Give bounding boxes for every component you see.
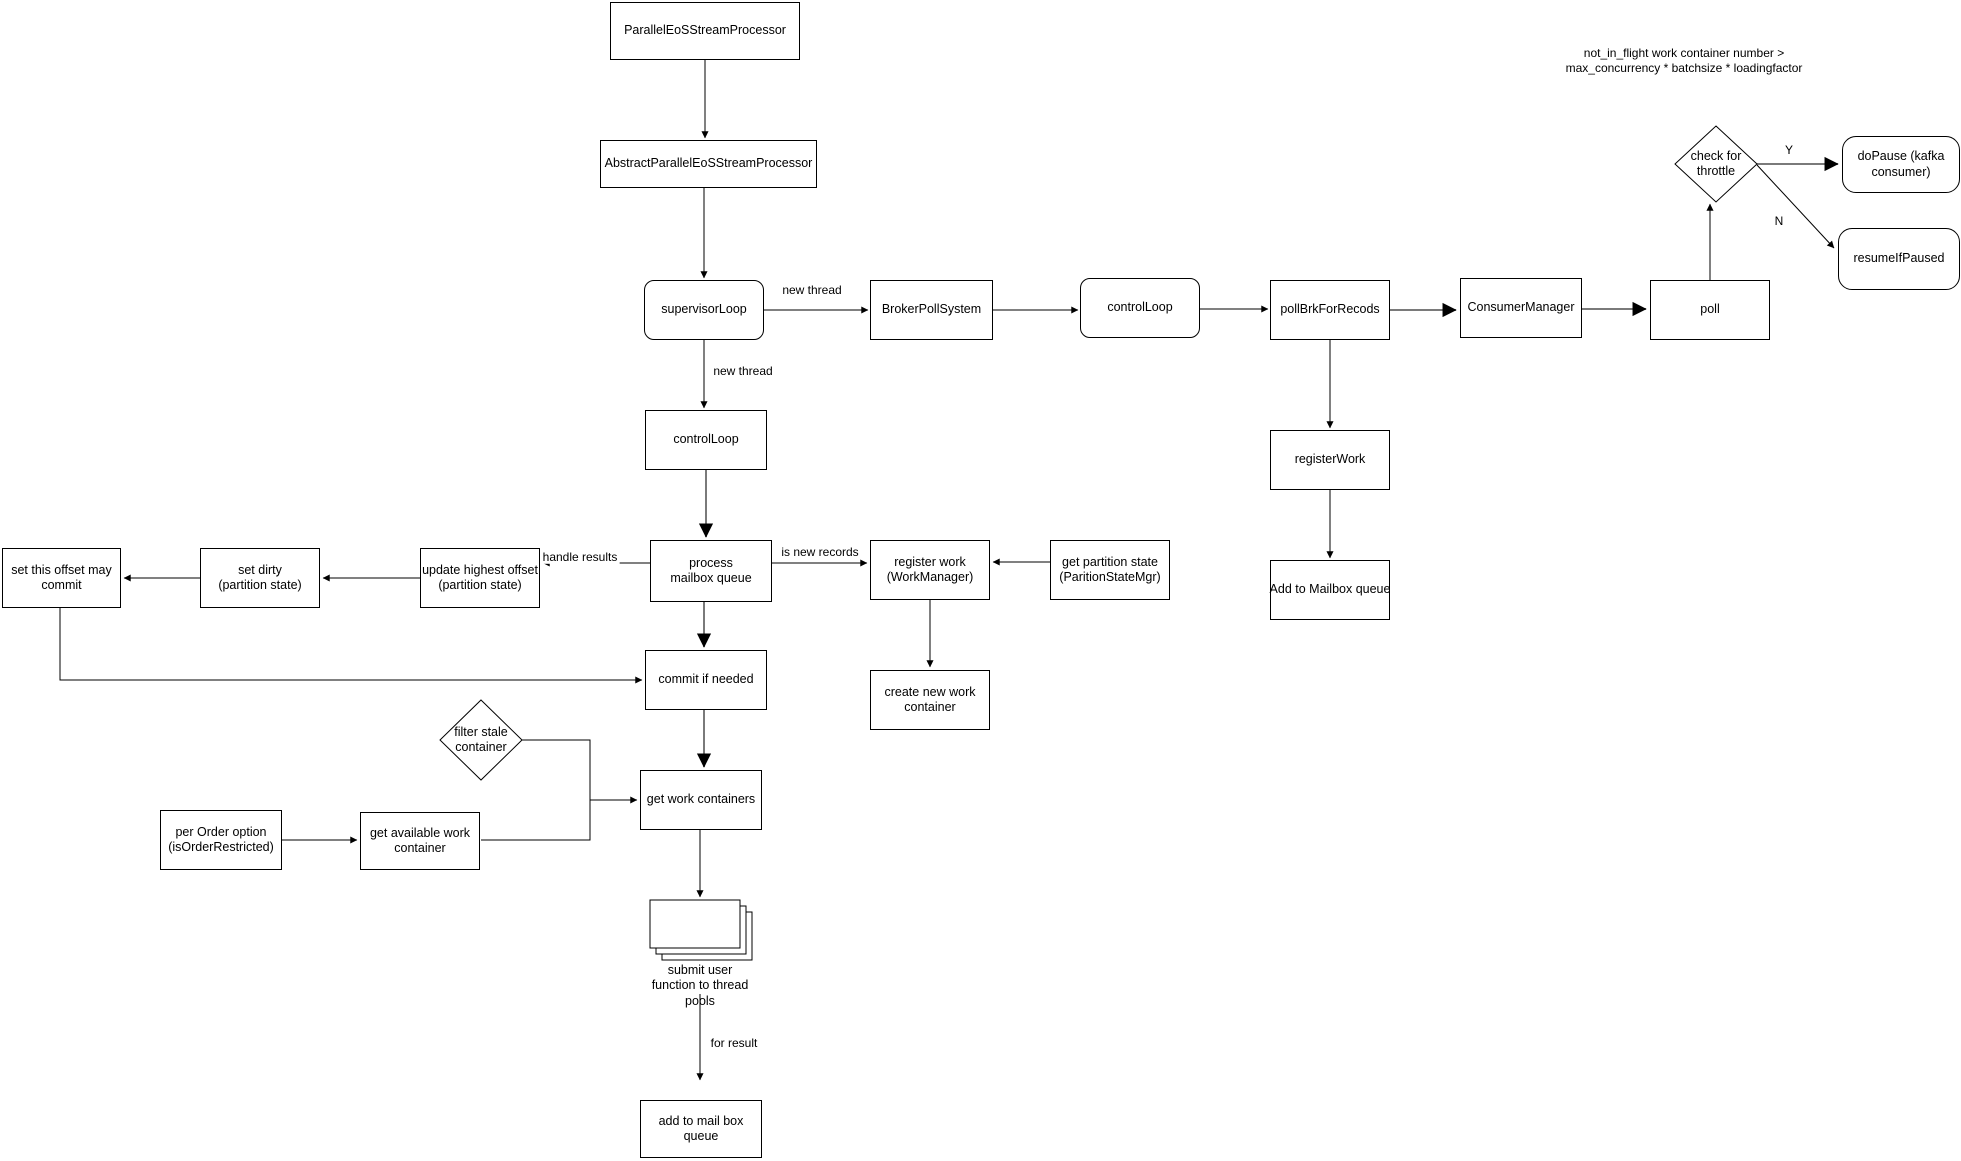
node-label: controlLoop xyxy=(1107,300,1173,315)
edge-filterstale-getavailable-junction xyxy=(481,739,591,841)
node-label: commit xyxy=(41,578,82,592)
node-supervisor-loop: supervisorLoop xyxy=(644,280,764,340)
node-label: (WorkManager) xyxy=(886,570,974,584)
edge-label-for-result: for result xyxy=(708,1035,760,1051)
node-label: commit if needed xyxy=(658,672,754,687)
node-label: get work containers xyxy=(646,792,756,807)
node-set-this-offset-may-commit: set this offset may commit xyxy=(2,548,121,608)
node-get-available-work-container: get available work container xyxy=(360,812,480,870)
node-poll: poll xyxy=(1650,280,1770,340)
node-label: create new work xyxy=(884,684,976,699)
node-check-for-throttle-label: check for throttle xyxy=(1678,140,1754,188)
node-update-highest-offset: update highest offset (partition state) xyxy=(420,548,540,608)
node-label: update highest offset xyxy=(422,562,538,577)
node-label: check for xyxy=(1690,148,1742,163)
node-add-to-mail-box-queue: add to mail box queue xyxy=(640,1100,762,1158)
node-label: get available work xyxy=(369,825,471,840)
node-register-work-manager: register work (WorkManager) xyxy=(870,540,990,600)
edge-label-new-thread-broker: new thread xyxy=(780,282,844,298)
node-label: queue xyxy=(683,1129,719,1143)
node-abstract-parallel-eos-stream-processor: AbstractParallelEoSStreamProcessor xyxy=(600,140,817,188)
node-label: BrokerPollSystem xyxy=(881,302,982,317)
node-label: container xyxy=(455,740,507,754)
node-do-pause: doPause (kafka consumer) xyxy=(1842,136,1960,193)
node-register-work: registerWork xyxy=(1270,430,1390,490)
node-label: (partition state) xyxy=(218,578,302,592)
edge-label-yes: Y xyxy=(1782,142,1796,158)
node-poll-brk-for-recods: pollBrkForRecods xyxy=(1270,280,1390,340)
node-label: ParallelEoSStreamProcessor xyxy=(624,23,786,38)
node-label: pollBrkForRecods xyxy=(1280,302,1380,317)
node-get-work-containers: get work containers xyxy=(640,770,762,830)
node-label: process xyxy=(689,555,733,570)
node-label: get partition state xyxy=(1062,554,1158,569)
node-label: Add to Mailbox queue xyxy=(1269,582,1391,597)
node-consumer-manager: ConsumerManager xyxy=(1460,278,1582,338)
node-filter-stale-container-label: filter stale container xyxy=(443,716,519,764)
throttle-condition-annotation: not_in_flight work container number > ma… xyxy=(1556,46,1812,76)
edge-label-no: N xyxy=(1772,213,1786,229)
node-label: set this offset may xyxy=(11,562,112,577)
node-label: consumer) xyxy=(1871,164,1931,179)
node-label: add to mail box xyxy=(658,1113,744,1128)
annotation-line: not_in_flight work container number > xyxy=(1583,46,1785,60)
node-process-mailbox-queue: process mailbox queue xyxy=(650,540,772,602)
node-label: supervisorLoop xyxy=(661,302,747,317)
node-label: registerWork xyxy=(1294,452,1366,467)
node-create-new-work-container: create new work container xyxy=(870,670,990,730)
node-label: container xyxy=(904,700,956,714)
node-label: pools xyxy=(685,993,715,1008)
node-label: poll xyxy=(1700,302,1720,317)
node-label: throttle xyxy=(1696,164,1736,178)
node-label: doPause (kafka xyxy=(1857,149,1945,164)
filter-stale-container-diamond xyxy=(439,699,523,781)
node-add-to-mailbox: Add to Mailbox queue xyxy=(1270,560,1390,620)
edge-label-new-thread-control: new thread xyxy=(711,363,775,379)
node-label: (partition state) xyxy=(438,578,522,592)
node-submit-user-function-label: submit user function to thread pools xyxy=(640,960,760,1012)
node-label: set dirty xyxy=(238,562,282,577)
node-label: controlLoop xyxy=(673,432,739,447)
node-label: (ParitionStateMgr) xyxy=(1059,570,1161,584)
thread-pool-pages-shape xyxy=(649,899,753,961)
edge-checkthrottle-no-to-resumeifpaused xyxy=(1756,164,1835,249)
edge-label-is-new-records: is new records xyxy=(779,544,861,560)
node-label: AbstractParallelEoSStreamProcessor xyxy=(604,156,813,171)
check-for-throttle-diamond xyxy=(1674,125,1758,203)
node-label: filter stale xyxy=(454,724,508,739)
node-label: mailbox queue xyxy=(670,571,752,585)
node-resume-if-paused: resumeIfPaused xyxy=(1838,228,1960,290)
annotation-line: max_concurrency * batchsize * loadingfac… xyxy=(1565,61,1803,75)
node-label: submit user xyxy=(667,963,733,978)
node-label: per Order option xyxy=(175,824,267,839)
node-per-order-option: per Order option (isOrderRestricted) xyxy=(160,810,282,870)
node-get-partition-state: get partition state (ParitionStateMgr) xyxy=(1050,540,1170,600)
node-parallel-eos-stream-processor: ParallelEoSStreamProcessor xyxy=(610,2,800,60)
node-control-loop-broker: controlLoop xyxy=(1080,278,1200,338)
edge-setoffset-to-commit xyxy=(59,608,643,684)
node-commit-if-needed: commit if needed xyxy=(645,650,767,710)
node-label: register work xyxy=(894,554,966,569)
node-label: container xyxy=(394,841,446,855)
edge-label-handle-results: handle results xyxy=(540,549,620,565)
node-set-dirty: set dirty (partition state) xyxy=(200,548,320,608)
node-broker-poll-system: BrokerPollSystem xyxy=(870,280,993,340)
node-control-loop-main: controlLoop xyxy=(645,410,767,470)
node-label: ConsumerManager xyxy=(1467,300,1575,315)
node-label: function to thread xyxy=(651,978,749,993)
node-label: (isOrderRestricted) xyxy=(168,840,274,854)
node-label: resumeIfPaused xyxy=(1853,251,1945,266)
